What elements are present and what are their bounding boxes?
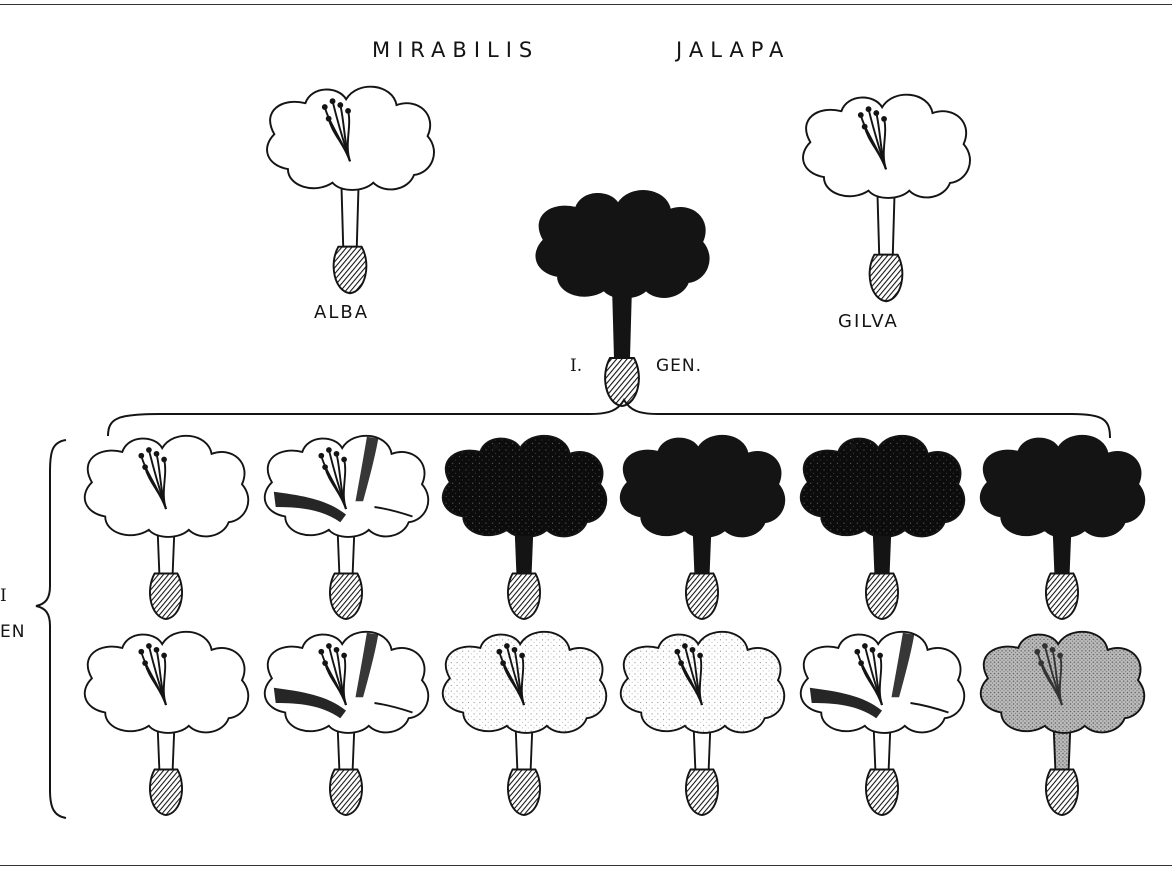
label-generation-one-word: GEN. bbox=[656, 358, 702, 375]
flower-lower-6 bbox=[981, 632, 1145, 815]
flower-upper-3 bbox=[443, 436, 607, 619]
flower-lower-2 bbox=[265, 632, 429, 815]
generation-one-brace bbox=[108, 400, 1110, 438]
flower-upper-5 bbox=[801, 436, 965, 619]
label-alba: ALBA bbox=[314, 304, 369, 322]
label-generation-one-numeral: I. bbox=[570, 358, 582, 375]
flowers-group bbox=[85, 87, 1145, 815]
label-generation-two-word: EN bbox=[0, 624, 25, 641]
flower-upper-1 bbox=[85, 436, 249, 619]
generation-two-brace bbox=[36, 440, 66, 818]
flower-gilva bbox=[803, 95, 970, 302]
flower-lower-5 bbox=[801, 632, 965, 815]
flower-upper-6 bbox=[981, 436, 1145, 619]
flower-lower-4 bbox=[621, 632, 785, 815]
label-generation-two-numeral: I bbox=[0, 588, 7, 605]
label-gilva: GILVA bbox=[838, 313, 899, 331]
flower-lower-1 bbox=[85, 632, 249, 815]
flower-upper-2 bbox=[265, 436, 429, 619]
flower-lower-3 bbox=[443, 632, 607, 815]
flower-upper-4 bbox=[621, 436, 785, 619]
flower-alba bbox=[267, 87, 434, 294]
